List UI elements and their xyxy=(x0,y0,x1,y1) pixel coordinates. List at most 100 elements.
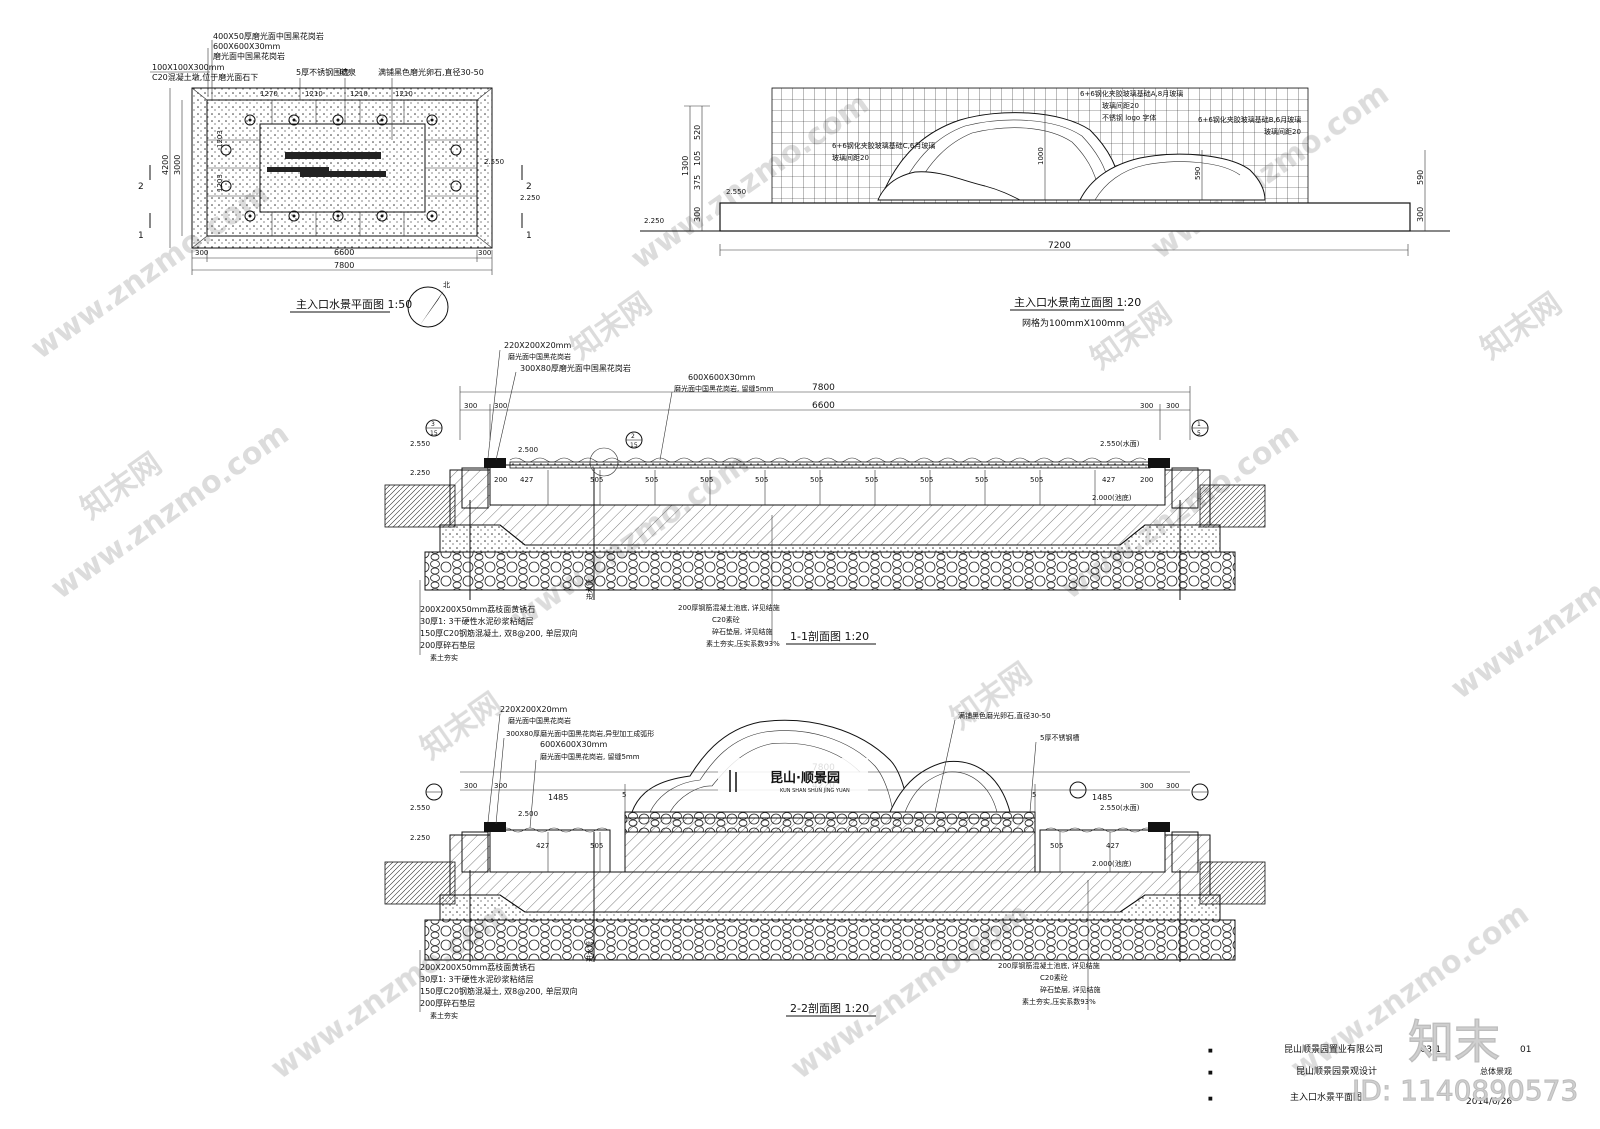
section1-detail-ref: 1 xyxy=(1197,421,1201,428)
section1-overall-width: 7800 xyxy=(812,383,835,393)
plan-edge-dim: 300 xyxy=(195,249,208,257)
section2-edge-dim: 300 xyxy=(1166,782,1179,790)
section1-bay-dim: 505 xyxy=(755,476,768,484)
section1-left-note: 30厚1: 3干硬性水泥砂浆粘结层 xyxy=(420,616,534,626)
section2-right-callout: 5厚不锈钢槽 xyxy=(1040,733,1079,742)
plan-callout: 磨光面中国黑花岗岩 xyxy=(213,51,285,61)
section2-side-dim: 1485 xyxy=(548,793,568,802)
section1-left-note: 200厚碎石垫层 xyxy=(420,640,475,650)
section2-left-note: 200X200X50mm荔枝面黄锈石 xyxy=(420,962,535,972)
elevation-subtitle: 网格为100mmX100mm xyxy=(1022,317,1125,329)
plan-section-mark: 1 xyxy=(526,231,532,241)
elevation-height: 300 xyxy=(1416,207,1425,222)
section2-small-dim: 5 xyxy=(622,791,626,799)
section2-bay-dim: 427 xyxy=(536,842,549,850)
title-drawing-no: C3-1 xyxy=(1420,1045,1441,1055)
plan-spacing: 1210 xyxy=(350,90,368,98)
plan-spacing: 1203 xyxy=(216,174,224,192)
section1-bay-dim: 505 xyxy=(975,476,988,484)
section1-left-note: 150厚C20钢筋混凝土, 双8@200, 单层双向 xyxy=(420,628,578,638)
section1-end-dim: 200 xyxy=(494,476,507,484)
elevation-height: 300 xyxy=(693,207,702,222)
section2-edge-dim: 300 xyxy=(1140,782,1153,790)
section1-edge-dim: 300 xyxy=(494,402,507,410)
section2-callout: 220X200X20mm xyxy=(500,705,567,714)
project-logo: 昆山·顺景园 KUN SHAN SHUN JING YUAN xyxy=(718,758,868,794)
section2-pipe-label: 进水管 xyxy=(585,941,594,962)
section1-edge-dim: 300 xyxy=(1140,402,1153,410)
plan-section-mark: 2 xyxy=(526,182,532,192)
plan-view: 400X50厚磨光面中国黑花岗岩 磨光面中国黑花岗岩 600X600X30mm … xyxy=(138,31,540,328)
section2-right-callout: 满铺黑色磨光卵石,直径30-50 xyxy=(958,711,1051,720)
section2-left-note: 30厚1: 3干硬性水泥砂浆粘结层 xyxy=(420,974,534,984)
plan-spacing: 1270 xyxy=(260,90,278,98)
north-label: 北 xyxy=(443,281,450,289)
plan-edge-dim: 300 xyxy=(478,249,491,257)
section2-level: 2.000(池底) xyxy=(1092,859,1132,868)
elevation-view: 7200 1300 520 105 375 300 590 300 1000 5… xyxy=(640,87,1450,329)
section1-bay-dim: 505 xyxy=(810,476,823,484)
plan-title: 主入口水景平面图 1:50 xyxy=(296,298,412,311)
section2-level: 2.550(水面) xyxy=(1100,803,1140,812)
north-arrow-icon xyxy=(407,286,449,328)
title-drawing-name: 主入口水景平面图 xyxy=(1290,1091,1362,1103)
elevation-height: 1300 xyxy=(681,156,690,176)
section1-detail-ref: 15 xyxy=(630,442,638,449)
plan-spacing: 1210 xyxy=(305,90,323,98)
watermark-text: www.znzmo.com xyxy=(1445,516,1600,706)
title-designer: 昆山顺景园景观设计 xyxy=(1296,1065,1377,1077)
title-block: 昆山顺景园置业有限公司 昆山顺景园景观设计 主入口水景平面图 C3-1 01 总… xyxy=(1208,1043,1531,1107)
section2-left-note: 200厚碎石垫层 xyxy=(420,998,475,1008)
watermark-brand: 知末网 xyxy=(945,656,1039,736)
section2-left-note: 素土夯实 xyxy=(430,1011,458,1020)
elevation-callout: 不锈钢 logo 字体 xyxy=(1102,113,1156,122)
section1-level: 2.500 xyxy=(518,446,538,454)
elevation-height: 375 xyxy=(693,175,702,190)
section1-callout: 磨光面中国黑花岗岩 xyxy=(508,352,571,361)
section1-bay-dim: 505 xyxy=(700,476,713,484)
section2-callout: 600X600X30mm xyxy=(540,740,607,749)
elevation-callout: 玻璃间距20 xyxy=(1102,101,1139,110)
section1-edge-dim: 300 xyxy=(464,402,477,410)
section2-right-note: C20素砼 xyxy=(1040,973,1068,982)
section1-detail-ref: 3 xyxy=(431,421,435,428)
section1-end-dim: 200 xyxy=(1140,476,1153,484)
plan-callout: 100X100X300mm xyxy=(152,63,225,72)
plan-spacing: 1203 xyxy=(216,130,224,148)
elevation-total-width: 7200 xyxy=(1048,241,1071,251)
section1-edge-dim: 300 xyxy=(1166,402,1179,410)
elevation-callout: 6+6钢化夹胶玻璃基础C,6月玻璃 xyxy=(832,141,935,150)
title-date: 2014/6/26 xyxy=(1466,1097,1512,1107)
section1-bay-dim: 505 xyxy=(1030,476,1043,484)
section2-right-note: 200厚钢筋混凝土池底, 详见结施 xyxy=(998,961,1100,970)
plan-inner-height: 3000 xyxy=(173,155,182,175)
section1-bay-dim: 427 xyxy=(520,476,533,484)
elevation-height: 590 xyxy=(1416,170,1425,185)
plan-section-mark: 1 xyxy=(138,231,144,241)
plan-callout: 满铺黑色磨光卵石,直径30-50 xyxy=(378,67,484,77)
stamp-id: ID: 1140890573 xyxy=(1352,1074,1578,1107)
section1-detail-ref: 2 xyxy=(631,433,635,440)
section1-callout: 600X600X30mm xyxy=(688,373,755,382)
elevation-level: 2.250 xyxy=(644,217,664,225)
section2-title: 2-2剖面图 1:20 xyxy=(790,1001,869,1015)
elevation-callout: 玻璃间距20 xyxy=(1264,127,1301,136)
plan-callout: 5厚不锈钢围边 xyxy=(296,67,349,77)
plan-callout: 600X600X30mm xyxy=(213,42,280,51)
section1-right-note: 素土夯实,压实系数93% xyxy=(706,639,780,648)
elevation-mid-dim: 1000 xyxy=(1037,147,1045,165)
plan-callout: 400X50厚磨光面中国黑花岗岩 xyxy=(213,31,324,41)
elevation-callout: 6+6钢化夹胶玻璃基础A,8月玻璃 xyxy=(1080,89,1183,98)
stamp-logo: 知末 xyxy=(1408,1015,1500,1069)
section2-edge-dim: 300 xyxy=(464,782,477,790)
elevation-level: 2.550 xyxy=(726,188,746,196)
watermark-stamp: 知末 ID: 1140890573 xyxy=(1352,1014,1579,1107)
section1-right-note: 碎石垫层, 详见结施 xyxy=(712,627,772,636)
section2-side-dim: 1485 xyxy=(1092,793,1112,802)
section2-edge-dim: 300 xyxy=(494,782,507,790)
section2-right-note: 碎石垫层, 详见结施 xyxy=(1040,985,1100,994)
section1-callout: 300X80厚磨光面中国黑花岗岩 xyxy=(520,363,631,373)
section1-bay-dim: 505 xyxy=(865,476,878,484)
elevation-height: 520 xyxy=(693,125,702,140)
section1-level: 2.250 xyxy=(410,469,430,477)
